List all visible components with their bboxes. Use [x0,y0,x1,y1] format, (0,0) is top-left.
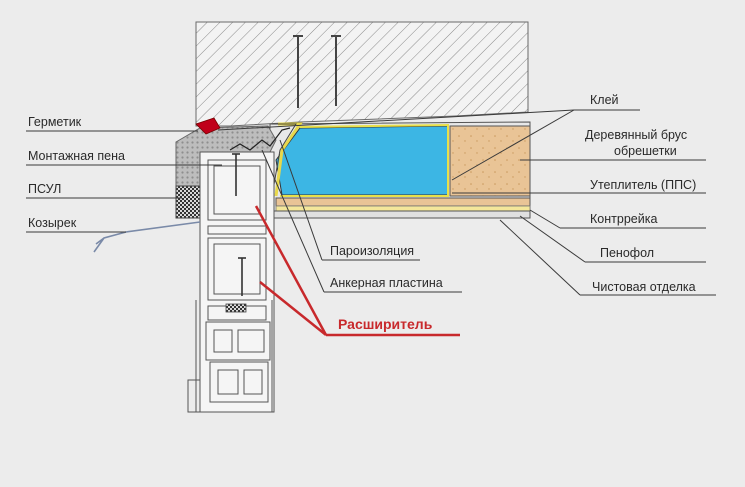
label-kozyrek: Козырек [28,216,77,230]
label-brus-line1: Деревянный брус [585,128,687,142]
label-uteplitel: Утеплитель (ППС) [590,178,696,192]
frame-screws [232,153,246,296]
leader-lines [26,109,716,296]
slope-panel [269,121,531,219]
label-penofol: Пенофол [600,246,654,260]
label-rasshiritel: Расширитель [338,316,433,332]
label-klei: Клей [590,93,619,107]
label-paroizolyaciya: Пароизоляция [330,244,414,258]
wall [195,21,529,127]
window-profile [187,151,275,413]
label-brus-line2: обрешетки [614,144,677,158]
sealant [195,117,221,135]
label-chistovaya: Чистовая отделка [592,280,696,294]
drip-cap [93,221,201,253]
label-montazhnaya-pena: Монтажная пена [28,149,125,163]
label-psul: ПСУЛ [28,182,61,196]
expander-red-leaders [254,205,460,337]
wall-screws [293,35,341,108]
insulation-pps [275,125,449,196]
penofol-layer [275,205,531,212]
wooden-batten [449,125,531,197]
label-germetik: Герметик [28,115,82,129]
label-ankernaya: Анкерная пластина [330,276,443,290]
psul-tape [175,185,201,219]
label-kontrreika: Контррейка [590,212,657,226]
glue-line [280,123,449,197]
counter-batten [275,197,531,207]
finish-layer [269,210,531,219]
psul-strip-lower [225,303,247,313]
wire-ties [229,127,291,151]
